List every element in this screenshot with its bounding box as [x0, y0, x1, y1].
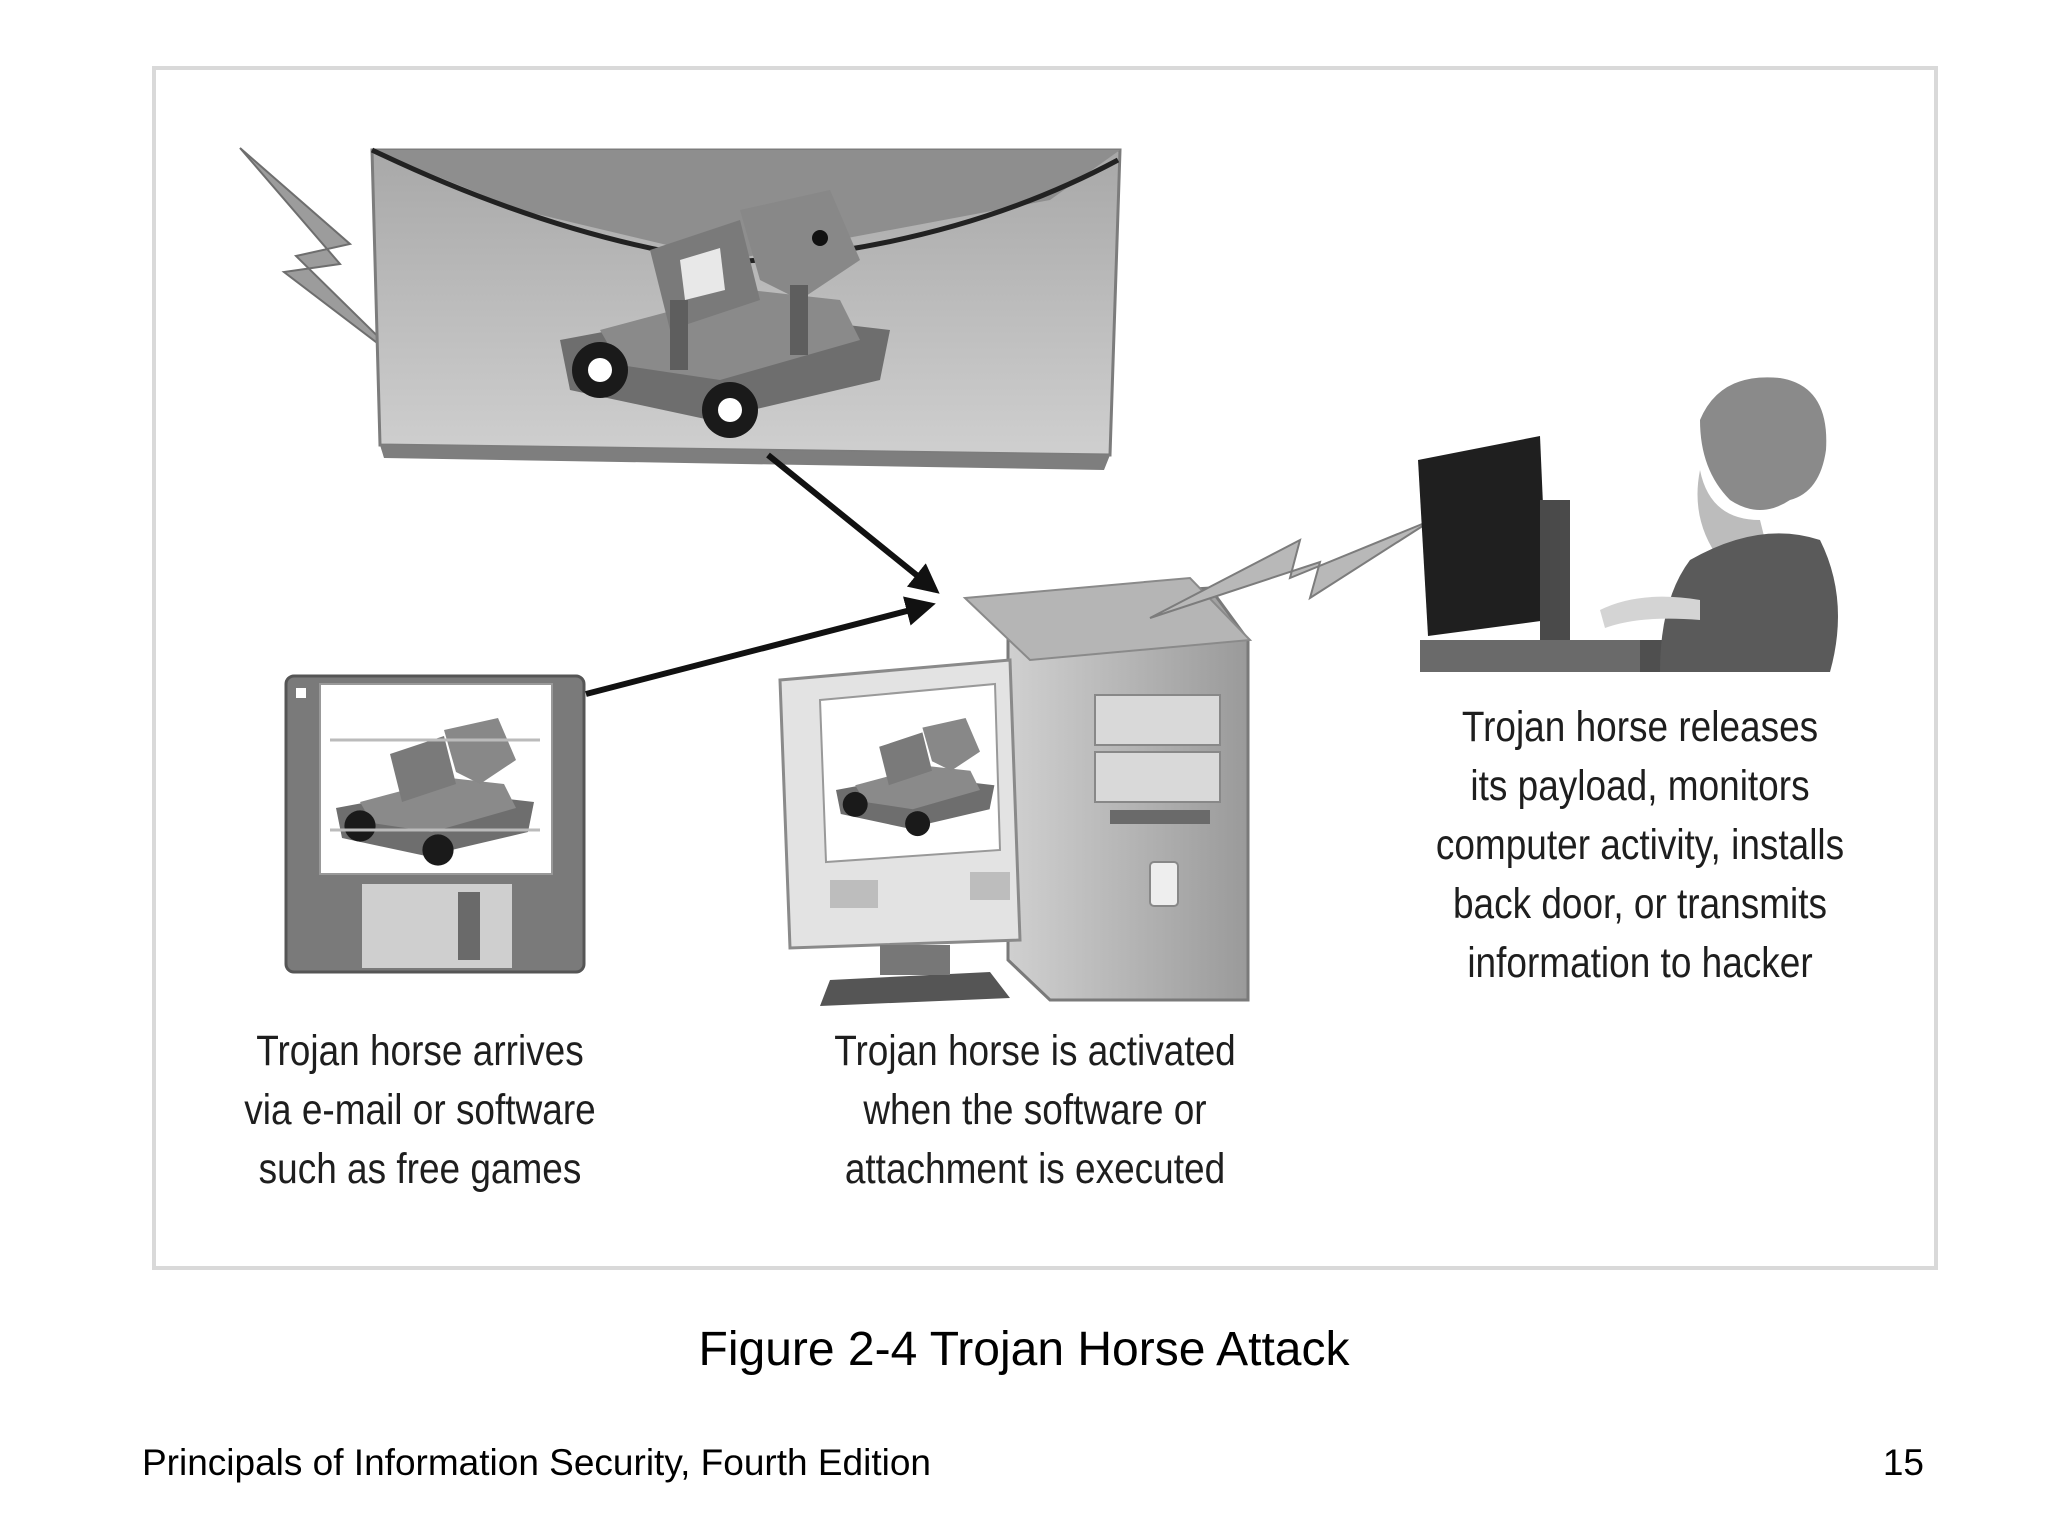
footer-source: Principals of Information Security, Four… — [142, 1442, 931, 1483]
step-arrives-line-3: such as free games — [258, 1145, 582, 1193]
step-arrives-line-1: Trojan horse arrives — [256, 1027, 584, 1075]
computer-icon — [778, 576, 1253, 1006]
trojan-horse-icon — [560, 190, 890, 438]
arrow-icon — [766, 452, 940, 594]
step-activated-caption: Trojan horse is activated when the softw… — [811, 1022, 1258, 1199]
arrow-icon — [585, 596, 936, 697]
step-activated-line-1: Trojan horse is activated — [834, 1027, 1236, 1075]
floppy-disk-icon — [284, 674, 586, 974]
figure-caption: Figure 2-4 Trojan Horse Attack — [698, 1323, 1350, 1376]
step-payload-line-3: computer activity, installs — [1435, 821, 1845, 869]
step-payload-caption: Trojan horse releases its payload, monit… — [1408, 698, 1872, 993]
step-activated-line-3: attachment is executed — [844, 1145, 1226, 1193]
step-arrives-caption: Trojan horse arrives via e-mail or softw… — [205, 1022, 635, 1199]
hacker-icon — [1418, 377, 1838, 672]
step-payload-line-1: Trojan horse releases — [1461, 703, 1819, 751]
step-arrives-line-2: via e-mail or software — [244, 1086, 596, 1134]
step-payload-line-4: back door, or transmits — [1452, 880, 1828, 928]
step-payload-line-2: its payload, monitors — [1470, 762, 1810, 810]
lightning-bolt-icon — [1149, 519, 1433, 619]
page-number: 15 — [1882, 1442, 1924, 1483]
step-payload-line-5: information to hacker — [1467, 939, 1813, 987]
step-activated-line-2: when the software or — [863, 1086, 1207, 1134]
